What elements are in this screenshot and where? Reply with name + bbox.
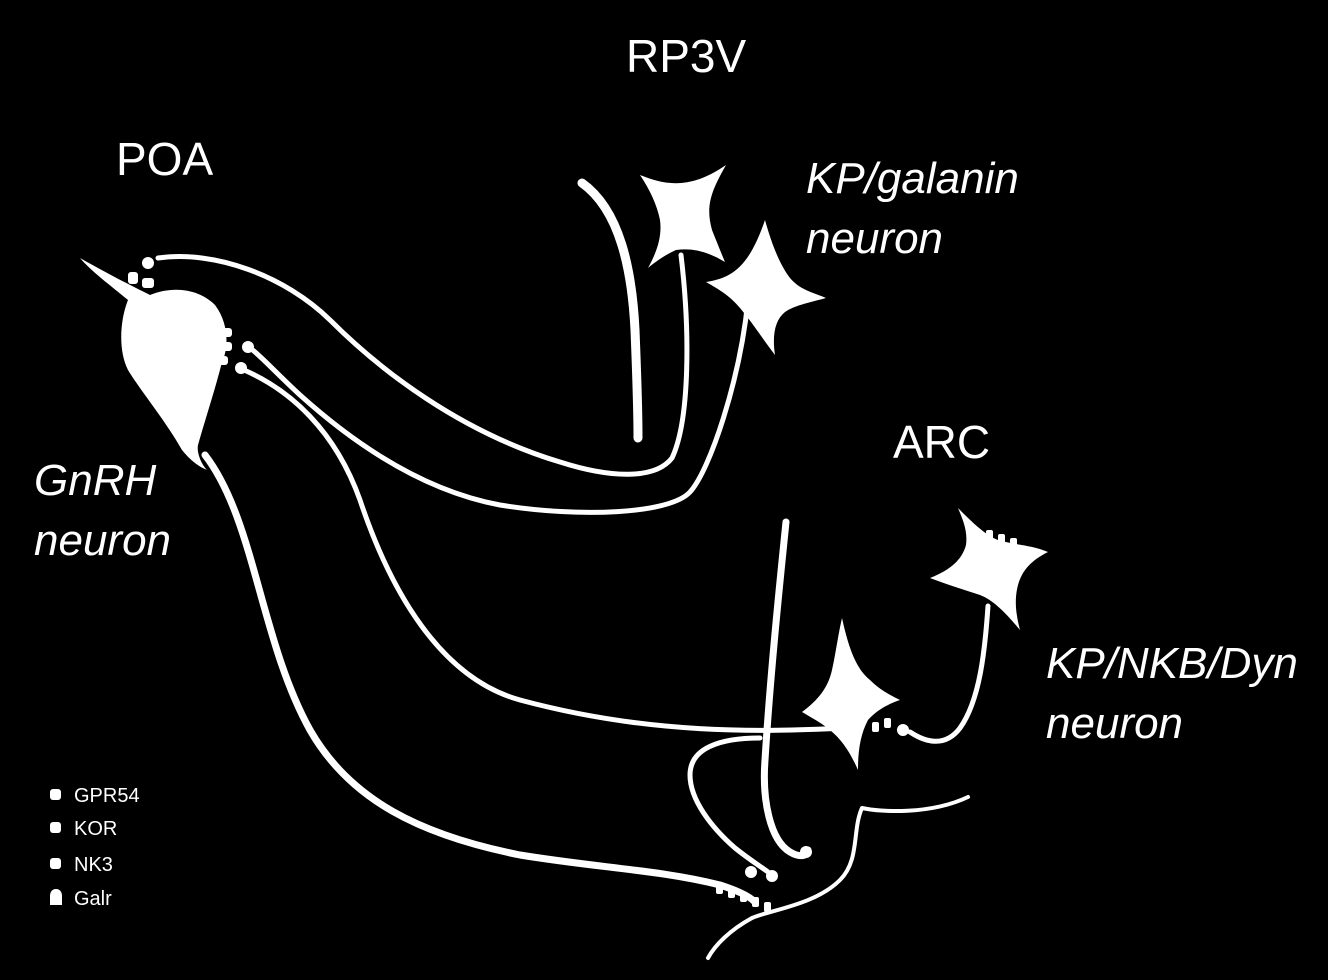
terminal-receptor: [752, 897, 759, 907]
kp-nkb-dyn-receptor: [986, 530, 993, 541]
kp-galanin-neuron-1: [640, 165, 726, 268]
legend-label: KOR: [74, 818, 117, 840]
label-kp-galanin-neuron: KP/galanin neuron: [806, 154, 1019, 263]
legend-label: Galr: [74, 888, 112, 910]
label-kp-nkb-dyn-line-1: KP/NKB/Dyn: [1046, 639, 1298, 688]
kp-galanin-neurons: [640, 165, 826, 355]
arc-fiber: [760, 518, 812, 860]
label-kp-nkb-dyn-neuron: KP/NKB/Dyn neuron: [1046, 639, 1298, 748]
synaptic-bouton: [235, 362, 247, 374]
gnrh-receptor-nub-top: [128, 272, 138, 284]
gnrh-neuron: [80, 257, 254, 470]
synaptic-bouton: [800, 846, 812, 858]
gnrh-receptor-nub-side-2: [220, 342, 232, 351]
gnrh-soma: [80, 258, 227, 470]
kp-nkb-dyn-axon-to-gnrh: [241, 367, 849, 733]
fibers: [155, 178, 991, 960]
kp-galanin-axon-1: [155, 252, 690, 477]
legend-symbol: [50, 889, 62, 905]
kp-galanin-axon-2: [247, 297, 751, 515]
terminal-receptor: [716, 884, 723, 894]
median-eminence-terminals: [716, 846, 812, 912]
synaptic-bouton: [242, 341, 254, 353]
region-label-rp3v: RP3V: [626, 30, 746, 82]
kp-nkb-dyn-neurons: [802, 508, 1048, 770]
legend-symbol: [50, 858, 61, 869]
terminal-receptor: [728, 888, 735, 898]
region-label-poa: POA: [116, 133, 213, 185]
synaptic-bouton: [897, 724, 909, 736]
terminal-receptor: [740, 892, 747, 902]
synaptic-bouton: [142, 257, 154, 269]
label-gnrh-line-2: neuron: [34, 516, 171, 565]
label-kp-galanin-line-2: neuron: [806, 214, 943, 263]
kp-nkb-dyn-receptor: [872, 722, 879, 732]
rp3v-fiber: [577, 178, 643, 443]
gnrh-axon: [201, 451, 759, 906]
kp-nkb-dyn-collateral: [907, 603, 991, 744]
legend-item: NK3: [50, 854, 113, 876]
kp-nkb-dyn-receptor: [1010, 538, 1017, 549]
legend-label: GPR54: [74, 785, 140, 807]
region-label-arc: ARC: [893, 416, 990, 468]
label-gnrh-line-1: GnRH: [34, 456, 156, 505]
synaptic-bouton: [766, 870, 778, 882]
gnrh-receptor-nub-side-3: [216, 356, 228, 365]
kp-nkb-dyn-receptor: [884, 718, 891, 728]
median-eminence-vessel: [706, 795, 970, 960]
terminal-receptor: [764, 902, 771, 912]
label-kp-nkb-dyn-line-2: neuron: [1046, 699, 1183, 748]
receptor-legend: GPR54 KOR NK3 Galr: [50, 785, 140, 910]
kp-nkb-dyn-receptor: [998, 534, 1005, 545]
legend-symbol: [50, 822, 61, 833]
legend-item: KOR: [50, 818, 117, 840]
synaptic-bouton: [745, 866, 757, 878]
label-kp-galanin-line-1: KP/galanin: [806, 154, 1019, 203]
kp-nkb-dyn-neuron-2: [802, 618, 900, 770]
legend-item: GPR54: [50, 785, 140, 807]
kp-galanin-neuron-2: [706, 220, 826, 355]
kp-nkb-dyn-axon-to-me: [687, 735, 771, 875]
label-gnrh-neuron: GnRH neuron: [34, 456, 171, 565]
legend-item: Galr: [50, 888, 112, 910]
legend-label: NK3: [74, 854, 113, 876]
gnrh-receptor-nub-top-2: [142, 278, 154, 288]
legend-symbol: [50, 789, 61, 800]
gnrh-receptor-nub-side-1: [220, 328, 232, 337]
kp-nkb-dyn-neuron-1: [930, 508, 1048, 630]
